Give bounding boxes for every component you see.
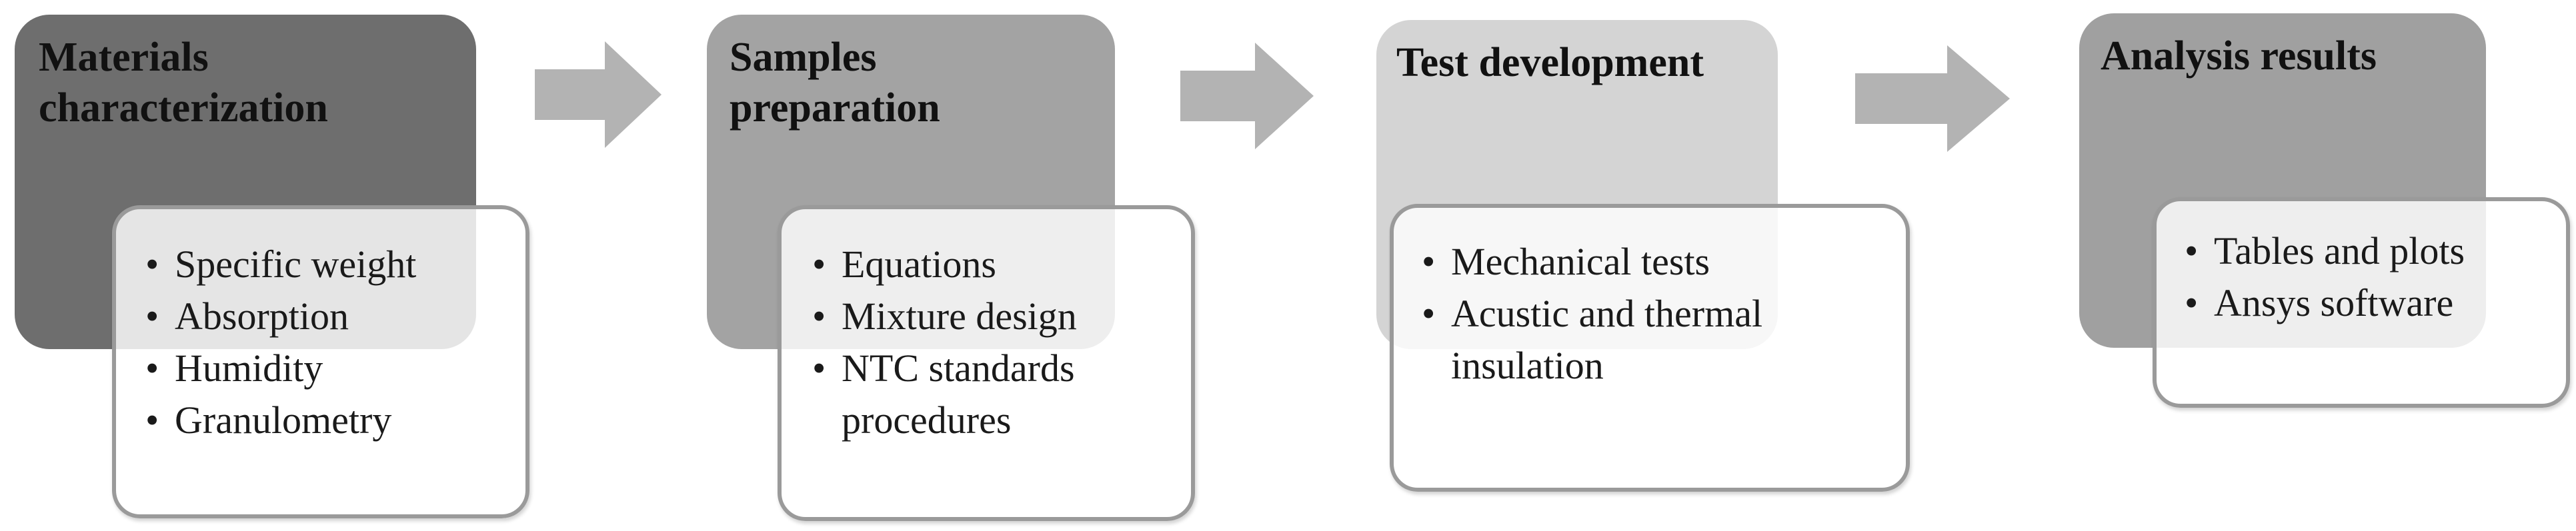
detail-list-materials-characterization: Specific weight Absorption Humidity Gran…	[145, 239, 416, 446]
list-item: Granulometry	[145, 394, 416, 446]
stage-title-line: Test development	[1396, 40, 1704, 85]
list-item: Specific weight	[145, 239, 416, 290]
stage-title-line: Materials	[39, 35, 209, 80]
list-item: Ansys software	[2185, 277, 2465, 329]
detail-list-analysis-results: Tables and plots Ansys software	[2185, 225, 2465, 329]
list-item: Absorption	[145, 290, 416, 342]
detail-list-test-development: Mechanical tests Acustic and thermal ins…	[1422, 236, 1762, 392]
stage-title-line: characterization	[39, 85, 328, 131]
stage-title-line: preparation	[730, 85, 940, 131]
stage-title-materials-characterization: Materials characterization	[39, 32, 328, 133]
list-item: Acustic and thermal	[1422, 288, 1762, 340]
right-arrow-icon	[535, 41, 662, 148]
list-item: Equations	[812, 239, 1077, 290]
stage-title-samples-preparation: Samples preparation	[730, 32, 940, 133]
list-item: Mixture design	[812, 290, 1077, 342]
stage-title-line: Analysis results	[2101, 33, 2377, 79]
detail-list-samples-preparation: Equations Mixture design NTC standards p…	[812, 239, 1077, 446]
list-item: Tables and plots	[2185, 225, 2465, 277]
list-item: insulation	[1451, 344, 1604, 387]
right-arrow-icon	[1180, 43, 1314, 149]
right-arrow-icon	[1855, 45, 2010, 152]
stage-title-test-development: Test development	[1396, 37, 1704, 88]
stage-title-analysis-results: Analysis results	[2101, 31, 2377, 81]
list-item: Mechanical tests	[1422, 236, 1762, 288]
list-item: NTC standards	[812, 342, 1077, 394]
list-item: Humidity	[145, 342, 416, 394]
list-item: procedures	[842, 398, 1012, 442]
stage-title-line: Samples	[730, 35, 877, 80]
